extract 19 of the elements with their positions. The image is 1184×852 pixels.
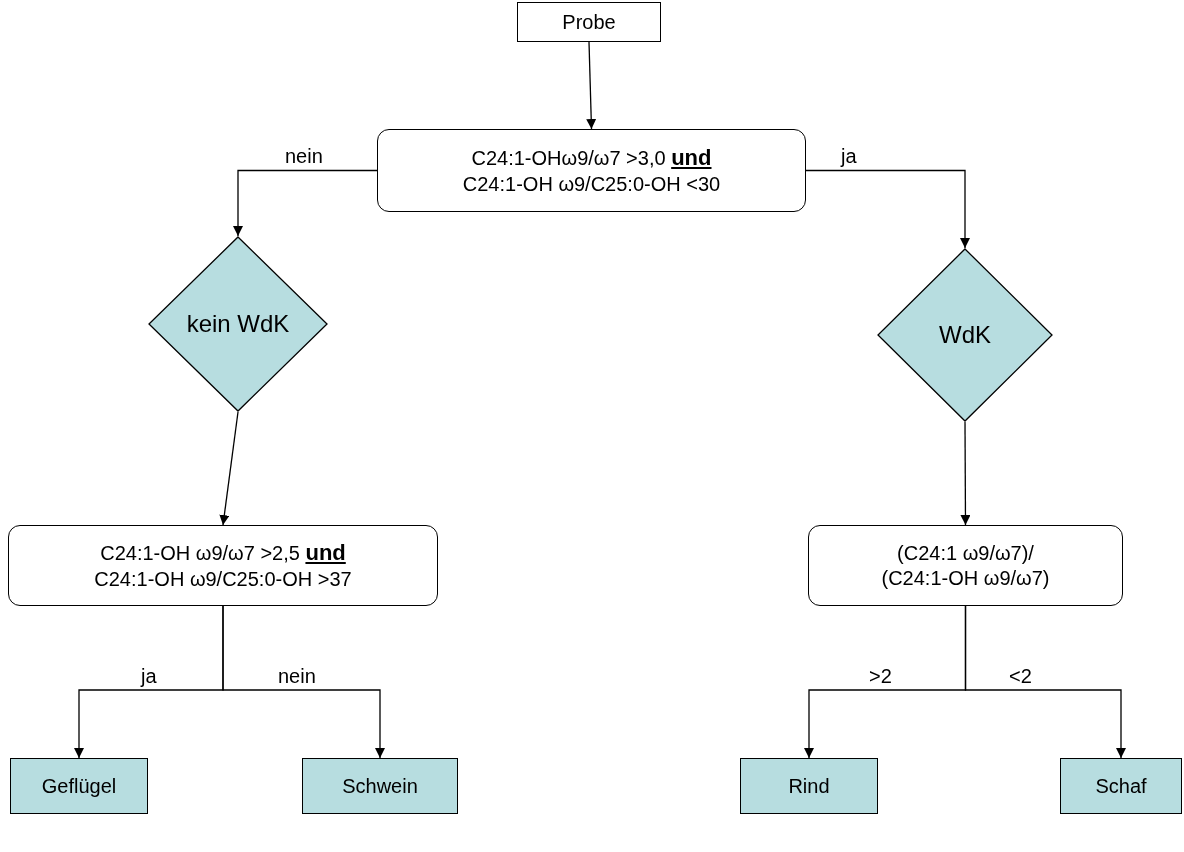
arrow (805, 169, 970, 249)
result-box: Rind (740, 758, 878, 814)
arrow (964, 605, 1126, 759)
start-box: Probe (517, 2, 661, 42)
result-box: Schwein (302, 758, 458, 814)
arrow (233, 169, 378, 237)
condition-box: C24:1-OHω9/ω7 >3,0 und C24:1-OH ω9/C25:0-OH <30 (377, 129, 806, 212)
result-box: Geflügel (10, 758, 148, 814)
arrow (222, 605, 385, 759)
result-box: Schaf (1060, 758, 1182, 814)
decision-diamond: WdK (877, 248, 1053, 422)
arrow (960, 421, 971, 526)
condition-box: C24:1-OH ω9/ω7 >2,5 und C24:1-OH ω9/C25:0-OH >37 (8, 525, 438, 606)
arrow (219, 411, 239, 526)
edge-label: ja (138, 665, 160, 688)
arrow (586, 41, 597, 130)
edge-label: ja (838, 145, 860, 168)
condition-box: (C24:1 ω9/ω7)/ (C24:1-OH ω9/ω7) (808, 525, 1123, 606)
decision-diamond: kein WdK (148, 236, 328, 412)
